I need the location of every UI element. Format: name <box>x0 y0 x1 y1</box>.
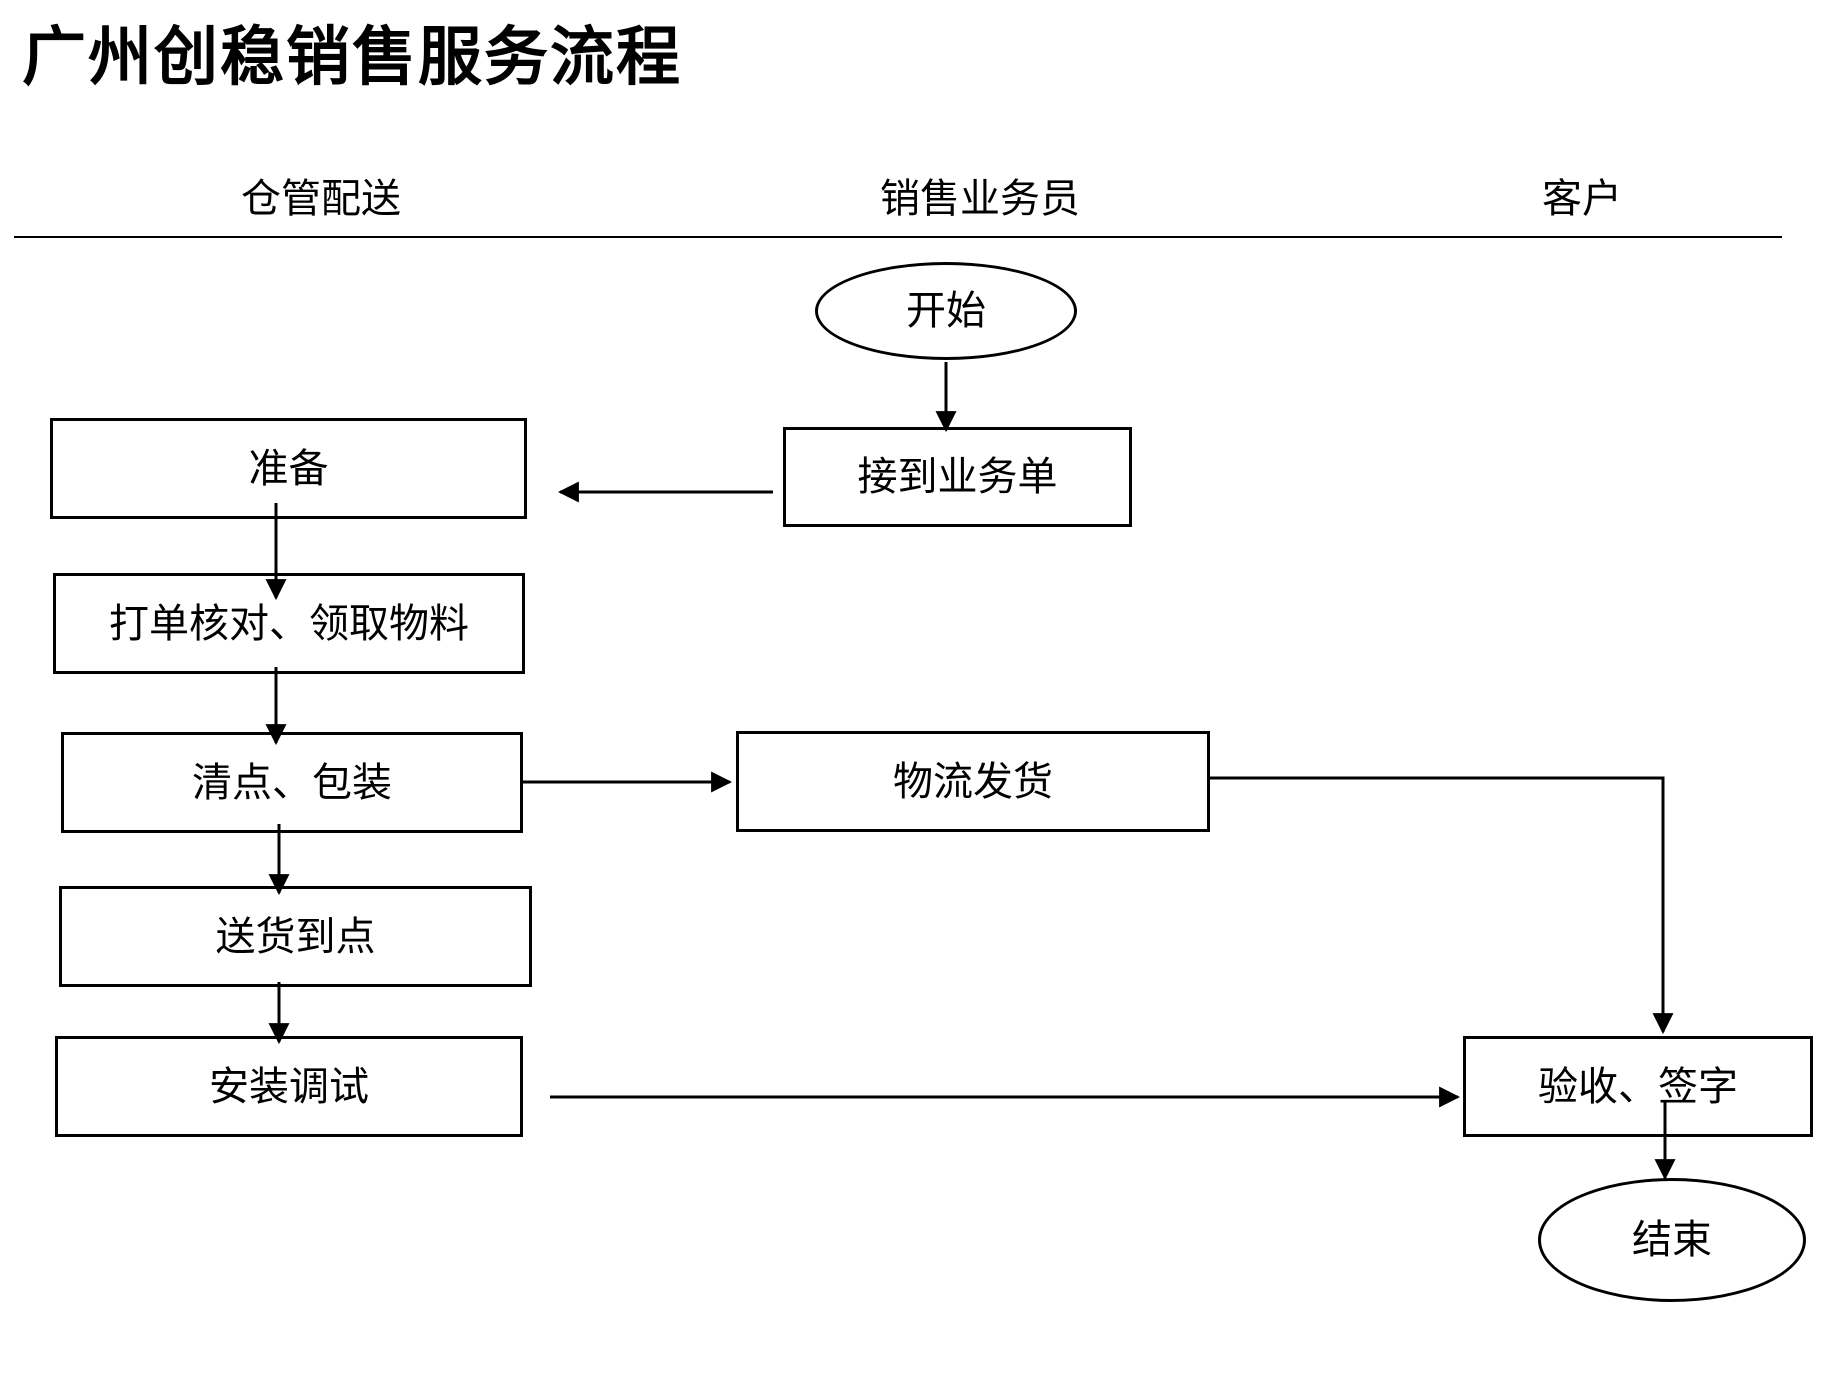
page-title: 广州创稳销售服务流程 <box>22 21 682 95</box>
deliver-node: 送货到点 <box>59 886 532 987</box>
start-node: 开始 <box>815 262 1077 360</box>
print-check-node: 打单核对、领取物料 <box>53 573 525 674</box>
lane-header-warehouse: 仓管配送 <box>241 176 401 222</box>
accept-sign-node: 验收、签字 <box>1463 1036 1813 1137</box>
end-node: 结束 <box>1538 1178 1806 1302</box>
lane-divider <box>14 236 1782 238</box>
receive-order-node: 接到业务单 <box>783 427 1132 527</box>
lane-header-sales: 销售业务员 <box>880 176 1080 222</box>
install-node: 安装调试 <box>55 1036 523 1137</box>
prepare-node: 准备 <box>50 418 527 519</box>
edge-logistics-to-accept-sign <box>1210 776 1674 1035</box>
lane-header-customer: 客户 <box>1542 176 1622 222</box>
logistics-node: 物流发货 <box>736 731 1210 832</box>
count-pack-node: 清点、包装 <box>61 732 523 833</box>
